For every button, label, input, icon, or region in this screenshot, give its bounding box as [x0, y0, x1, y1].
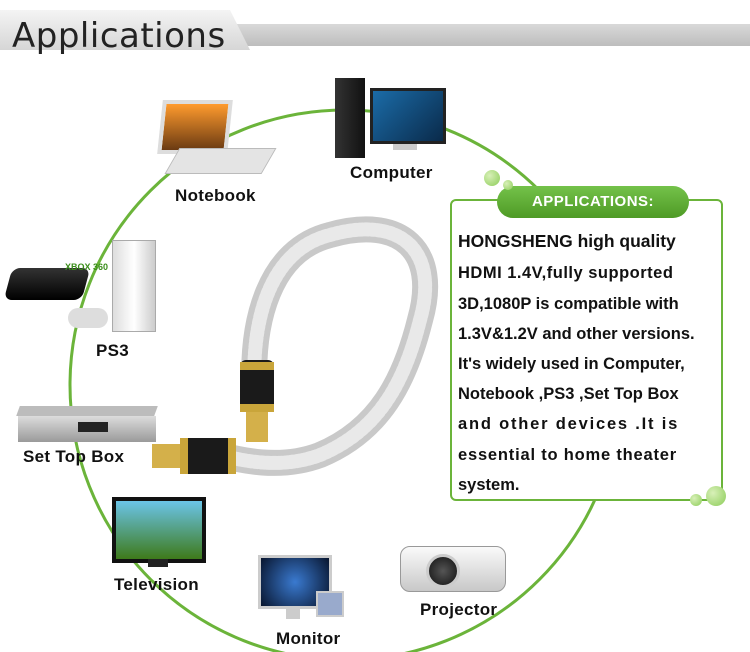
- monitor-label: Monitor: [276, 629, 341, 648]
- applications-tag: APPLICATIONS:: [497, 186, 689, 218]
- header-stripe: [235, 24, 750, 46]
- hdmi-connector-top: [240, 360, 274, 442]
- page-title: Applications: [12, 16, 226, 56]
- set-top-box-label: Set Top Box: [23, 447, 125, 466]
- decorative-bubble: [690, 494, 702, 506]
- applications-line: system.: [458, 476, 520, 494]
- hdmi-connector-left: [152, 438, 236, 474]
- decorative-bubble: [706, 486, 726, 506]
- applications-line: HDMI 1.4V,fully supported: [458, 264, 674, 282]
- ps3-xbox-image: [3, 240, 158, 335]
- applications-line: 3D,1080P is compatible with: [458, 295, 679, 313]
- header-tab: [0, 10, 250, 50]
- projector-label: Projector: [420, 600, 498, 619]
- computer-label: Computer: [350, 163, 433, 182]
- applications-line: Notebook ,PS3 ,Set Top Box: [458, 385, 679, 403]
- applications-line: HONGSHENG high quality: [458, 231, 676, 251]
- applications-line: It's widely used in Computer,: [458, 355, 685, 373]
- decorative-bubble: [484, 170, 500, 186]
- applications-line: 1.3V&1.2V and other versions.: [458, 325, 695, 343]
- hdmi-cable-braid: [213, 222, 433, 470]
- applications-line: and other devices .It is: [458, 415, 680, 433]
- ps3-label: PS3: [96, 341, 130, 360]
- applications-line: essential to home theater: [458, 446, 677, 464]
- header-banner: Applications: [0, 10, 750, 56]
- television-image: [112, 497, 206, 569]
- computer-image: [335, 78, 446, 163]
- notebook-label: Notebook: [175, 186, 256, 205]
- set-top-box-image: [16, 406, 158, 446]
- xbox-360-badge: XBOX 360: [65, 262, 109, 272]
- monitor-image: [258, 555, 344, 623]
- projector-image: [400, 540, 508, 595]
- television-label: Television: [114, 575, 199, 594]
- notebook-image: [152, 100, 277, 180]
- decorative-bubble: [503, 180, 513, 190]
